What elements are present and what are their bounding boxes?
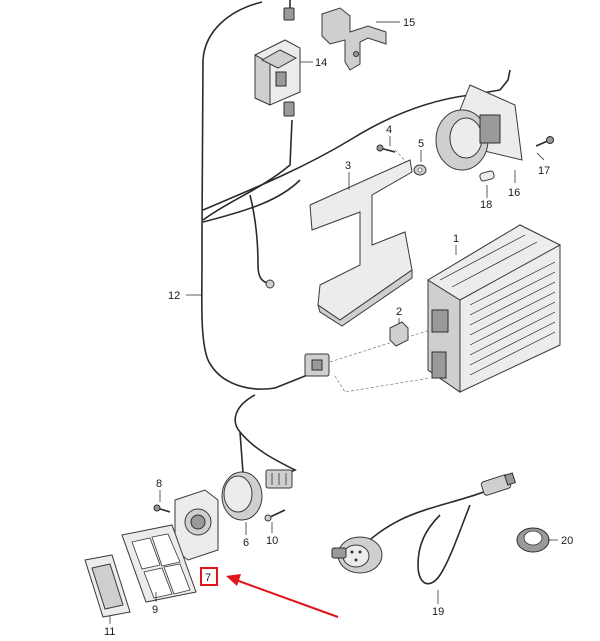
label-8: 8 xyxy=(156,478,162,490)
label-4: 4 xyxy=(386,124,392,136)
connector-mid xyxy=(283,101,295,117)
highlight-arrow-head xyxy=(226,574,241,586)
nut-5 xyxy=(413,164,427,176)
terminal-10 xyxy=(264,509,286,522)
bracket-15 xyxy=(321,7,387,71)
label-20: 20 xyxy=(561,535,573,547)
screw-17 xyxy=(535,136,554,147)
relay-block-14 xyxy=(254,39,301,106)
label-9: 9 xyxy=(152,604,158,616)
label-12: 12 xyxy=(168,290,180,302)
label-16: 16 xyxy=(508,187,520,199)
label-19: 19 xyxy=(432,606,444,618)
housing-6 xyxy=(221,471,263,521)
clip-2 xyxy=(389,321,409,347)
connector-top xyxy=(283,7,295,21)
leader-lines xyxy=(109,21,558,624)
highlight-part-7: 7 xyxy=(200,567,339,618)
label-6: 6 xyxy=(243,537,249,549)
socket-7 xyxy=(174,489,219,561)
frame-9 xyxy=(121,524,197,603)
label-15: 15 xyxy=(403,17,415,29)
wiring-harness xyxy=(200,0,511,506)
part-labels: 15 14 4 5 3 1 2 17 16 18 12 8 6 10 9 11 … xyxy=(104,17,573,638)
label-11: 11 xyxy=(104,626,115,638)
control-unit-1 xyxy=(427,224,562,393)
label-5: 5 xyxy=(418,138,424,150)
adapter-cable-19 xyxy=(331,472,516,585)
tape-roll-20 xyxy=(516,527,550,553)
label-18: 18 xyxy=(480,199,492,211)
heatsink-fins xyxy=(439,234,556,376)
ring-terminal xyxy=(265,279,275,289)
plug-connector-12 xyxy=(304,353,330,377)
cover-11 xyxy=(84,554,131,618)
label-17: 17 xyxy=(538,165,550,177)
motor-housing-16 xyxy=(435,84,523,171)
label-14: 14 xyxy=(315,57,327,69)
label-7: 7 xyxy=(205,572,211,584)
mounting-bracket-3 xyxy=(309,159,413,327)
highlight-arrow xyxy=(235,579,339,618)
highlight-box xyxy=(200,567,218,586)
label-10: 10 xyxy=(266,535,278,547)
label-1: 1 xyxy=(453,233,459,245)
bolt-4 xyxy=(376,144,396,153)
screw-8 xyxy=(153,504,171,513)
label-2: 2 xyxy=(396,306,402,318)
label-3: 3 xyxy=(345,160,351,172)
plug-connector-lower xyxy=(265,469,293,489)
pin-18 xyxy=(479,170,495,182)
